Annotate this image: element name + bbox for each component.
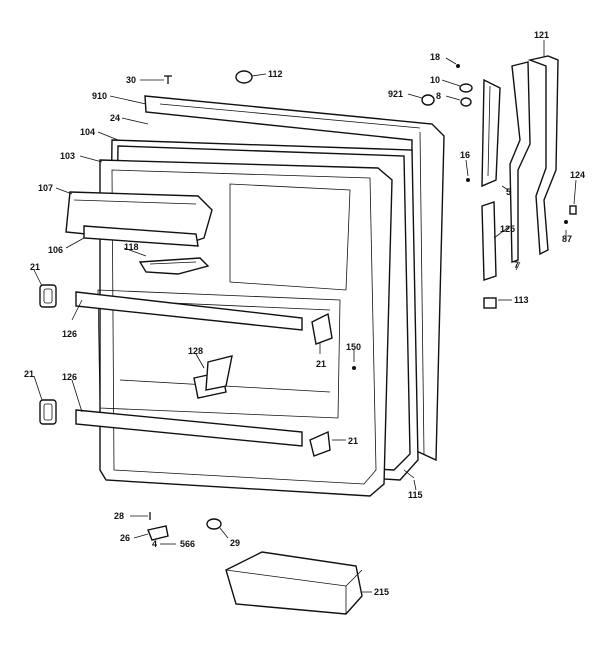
- label-10: 10: [430, 75, 440, 85]
- bracket: [193, 355, 233, 399]
- hinge-arm-121: [509, 55, 559, 263]
- label-28: 28: [114, 511, 124, 521]
- label-87: 87: [562, 234, 572, 244]
- plug-112: [235, 70, 253, 84]
- door-shelf-lower: [75, 409, 303, 447]
- label-18: 18: [430, 52, 440, 62]
- label-125: 125: [500, 224, 515, 234]
- retainer-left-upper: [39, 284, 57, 308]
- door-shelf-upper: [75, 291, 303, 331]
- label-21-upper-right: 21: [316, 359, 326, 369]
- label-112: 112: [268, 69, 283, 79]
- retainer-left-lower: [39, 399, 57, 425]
- label-5: 5: [506, 187, 511, 197]
- label-566: 566: [180, 539, 195, 549]
- label-118: 118: [124, 242, 139, 252]
- leader-lines: [33, 40, 577, 593]
- part-10: [459, 83, 473, 93]
- retainer-right-lower: [309, 430, 331, 457]
- part-labels: 30 112 910 24 104 103 107 106 118 21 126…: [24, 30, 585, 597]
- cap-921: [421, 94, 435, 106]
- label-910: 910: [92, 91, 107, 101]
- bin-215: [225, 551, 363, 615]
- label-126-lower: 126: [62, 372, 77, 382]
- label-24: 24: [110, 113, 120, 123]
- label-21-lower-left: 21: [24, 369, 34, 379]
- label-7: 7: [514, 260, 519, 270]
- dairy-door: [65, 191, 213, 247]
- label-106: 106: [48, 245, 63, 255]
- butter-dish: [138, 257, 210, 275]
- hinge-bracket: [481, 78, 501, 188]
- label-150: 150: [346, 342, 361, 352]
- retainer-right-upper: [311, 312, 333, 345]
- label-126-upper: 126: [62, 329, 77, 339]
- screw-150: [352, 366, 356, 370]
- part-29: [206, 518, 222, 530]
- plug-124: [569, 205, 577, 215]
- label-115: 115: [408, 490, 423, 500]
- label-21-lower-right: 21: [348, 436, 358, 446]
- screw-18: [456, 64, 460, 68]
- label-26: 26: [120, 533, 130, 543]
- label-107: 107: [38, 183, 53, 193]
- label-29: 29: [230, 538, 240, 548]
- label-30: 30: [126, 75, 136, 85]
- label-128: 128: [188, 346, 203, 356]
- label-921: 921: [388, 89, 403, 99]
- label-113: 113: [514, 295, 529, 305]
- screw-30: [164, 75, 172, 84]
- label-8: 8: [436, 91, 441, 101]
- gasket-115: [403, 469, 415, 479]
- label-16: 16: [460, 150, 470, 160]
- part-8: [460, 97, 472, 107]
- label-103: 103: [60, 151, 75, 161]
- part-26: [147, 525, 169, 541]
- label-124: 124: [570, 170, 585, 180]
- label-215: 215: [374, 587, 389, 597]
- label-4: 4: [152, 539, 157, 549]
- channel-125: [481, 201, 497, 281]
- label-104: 104: [80, 127, 95, 137]
- screw-87: [564, 220, 568, 224]
- cap-113: [483, 297, 497, 309]
- label-121: 121: [534, 30, 549, 40]
- screw-16: [466, 178, 470, 182]
- label-21-upper-left: 21: [30, 262, 40, 272]
